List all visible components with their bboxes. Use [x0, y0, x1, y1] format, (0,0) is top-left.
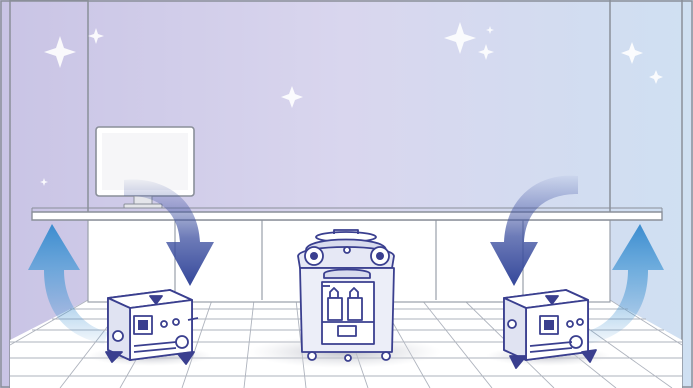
- cart-robot-icon: [298, 230, 394, 361]
- purifier-icon: [106, 290, 198, 364]
